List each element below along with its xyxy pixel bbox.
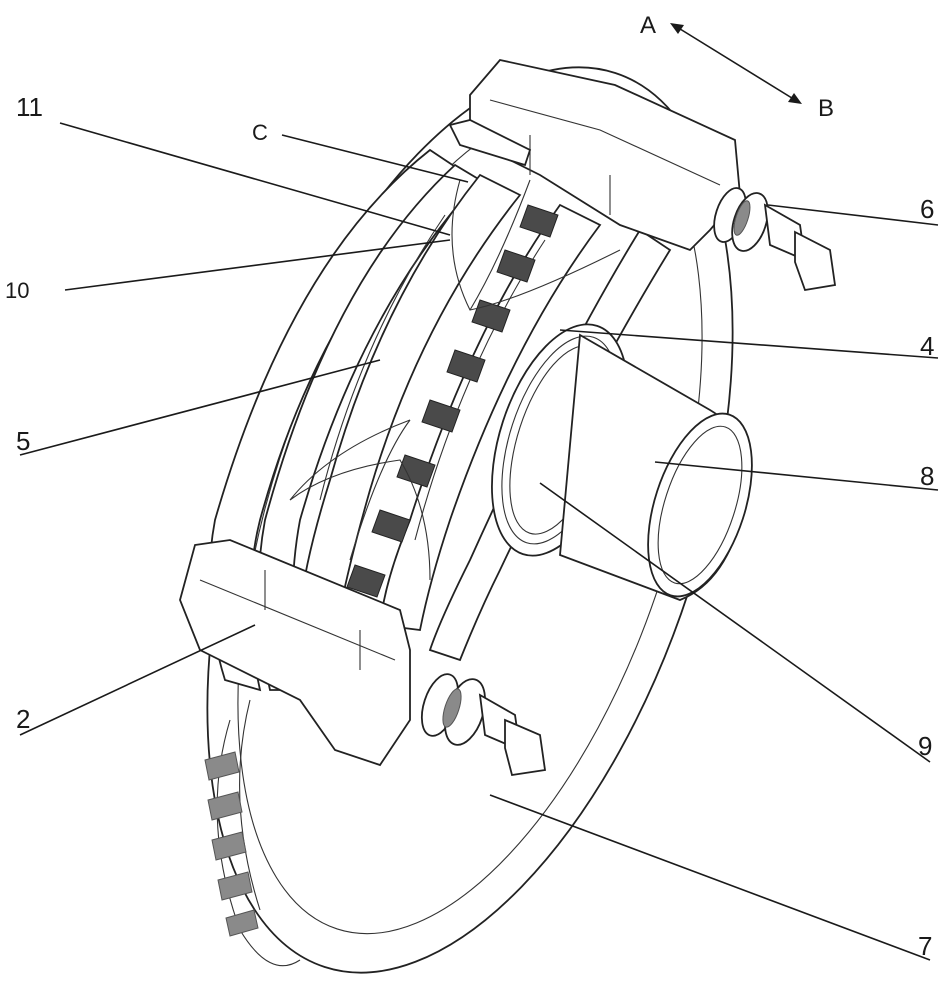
label-10: 10 bbox=[5, 278, 29, 303]
pad-springs bbox=[289, 179, 621, 581]
leader-2 bbox=[19, 624, 256, 736]
upper-bolt bbox=[713, 187, 837, 292]
leader-5 bbox=[19, 359, 381, 456]
label-4: 4 bbox=[920, 331, 934, 361]
direction-arrow: A B bbox=[640, 12, 834, 122]
direction-label-b: B bbox=[818, 95, 834, 122]
leader-lines bbox=[19, 122, 939, 961]
center-vanes bbox=[346, 204, 559, 598]
label-5: 5 bbox=[16, 426, 30, 456]
upper-housing bbox=[448, 59, 741, 252]
arrowhead-b-icon bbox=[788, 93, 802, 104]
label-c: C bbox=[252, 120, 268, 145]
disc-vanes bbox=[204, 751, 259, 937]
label-11: 11 bbox=[16, 92, 43, 122]
leader-9 bbox=[539, 482, 931, 763]
leader-8 bbox=[654, 461, 939, 491]
leader-7 bbox=[489, 794, 931, 961]
label-2: 2 bbox=[16, 704, 30, 734]
hub-bearing bbox=[491, 323, 753, 601]
leader-6 bbox=[767, 204, 939, 226]
leader-10 bbox=[64, 239, 451, 291]
lower-bolt bbox=[420, 673, 547, 777]
label-9: 9 bbox=[918, 731, 932, 761]
arrowhead-a-icon bbox=[670, 23, 684, 34]
direction-label-a: A bbox=[640, 12, 656, 39]
leader-11 bbox=[59, 122, 451, 236]
label-7: 7 bbox=[918, 931, 932, 961]
leader-4 bbox=[559, 329, 939, 359]
leader-c bbox=[281, 134, 469, 183]
lower-housing bbox=[179, 539, 411, 767]
label-8: 8 bbox=[920, 461, 934, 491]
part-labels: 11 C 10 6 4 5 8 2 9 7 bbox=[5, 92, 934, 961]
label-6: 6 bbox=[920, 194, 934, 224]
